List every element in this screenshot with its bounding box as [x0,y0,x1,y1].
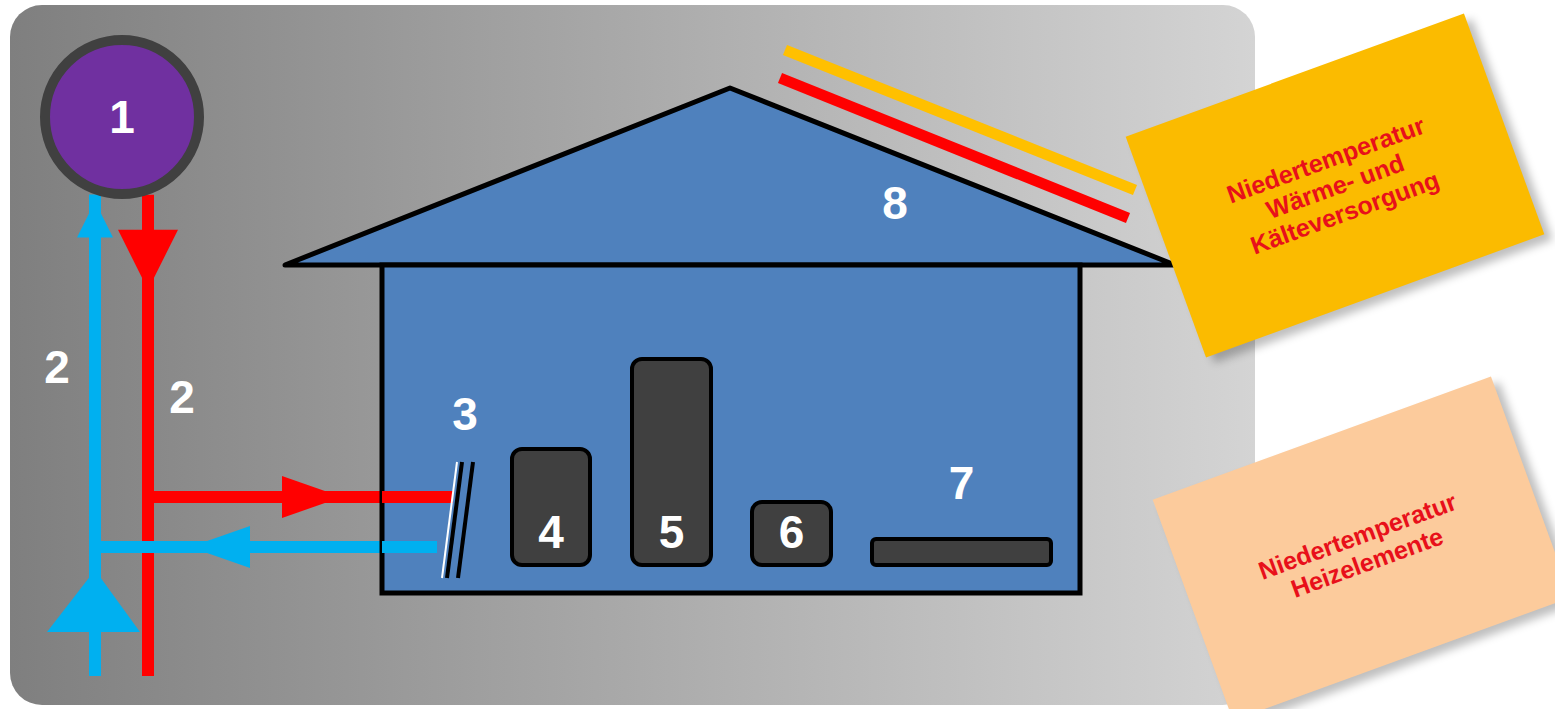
label-holder: 2 [27,344,87,390]
arrow-head [282,476,342,518]
arrow-head [118,230,178,290]
callout-number: 2 [27,344,87,390]
label-holder: 3 [435,391,495,437]
arrow-head [77,201,113,237]
text-holder: 8 [865,180,925,226]
heat-exchanger [458,462,473,578]
house-body [382,265,1080,593]
callout-number: 3 [435,391,495,437]
floor-heating-bar [870,537,1053,567]
callout-number: 7 [870,460,1053,506]
callout-number: 4 [538,509,564,555]
floor-heating: 7 [870,460,1053,567]
house-outline [285,88,1175,593]
return-pipe [382,541,437,553]
roof-number: 8 [865,180,925,226]
arrow-head [190,526,250,568]
supply-pipe [142,490,154,676]
flow-arrow [47,570,140,632]
callout-number: 5 [659,509,685,555]
callout-number: 2 [152,374,212,420]
network-circle: 1 [40,35,204,199]
note-text: Niedertemperatur Heizelemente [1240,481,1485,616]
grey-panel [10,5,1255,705]
supply-pipe [382,491,453,503]
roof [285,88,1175,265]
appliance-box: 4 [510,447,592,567]
appliance-box: 6 [750,500,833,567]
note-text: Niedertemperatur Wärme- und Kälteversorg… [1208,104,1462,265]
house: 8 4 5 6 7 [285,88,1175,593]
heat-exchanger [442,462,457,578]
appliance-box: 5 [630,357,713,567]
callout-number: 6 [779,509,805,555]
label-holder: 2 [152,374,212,420]
node-number: 1 [109,94,135,140]
